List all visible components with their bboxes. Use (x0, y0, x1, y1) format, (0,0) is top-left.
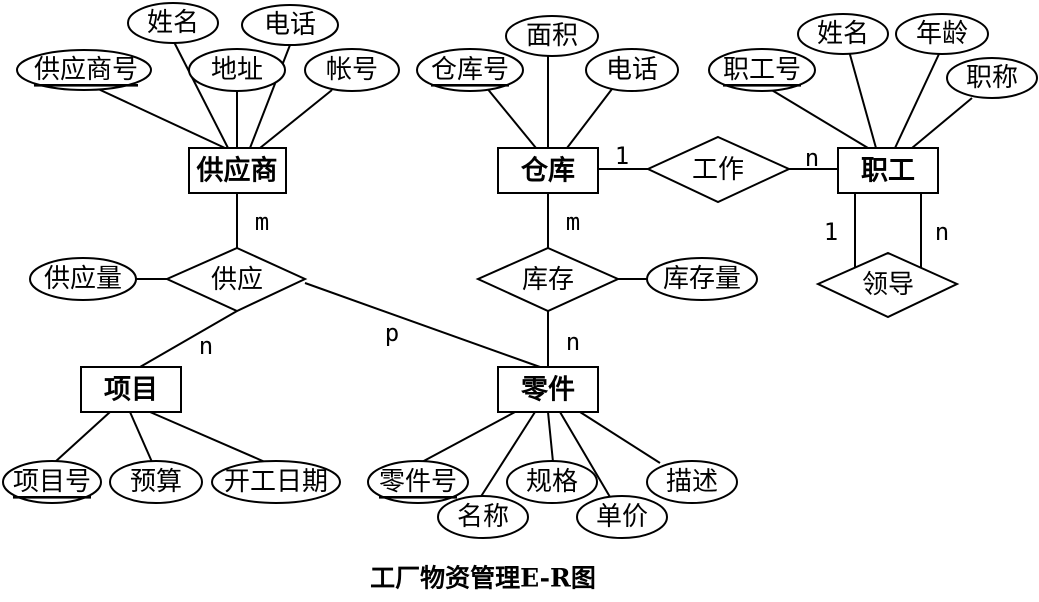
relationship-lead: 领导 (815, 251, 960, 319)
line-supplier-name (172, 39, 229, 149)
relationship-work-label: 工作 (692, 155, 744, 185)
line-part-price (559, 411, 611, 498)
attribute-part-price-label: 单价 (596, 502, 648, 532)
attribute-supplier-name: 姓名 (127, 2, 219, 44)
attribute-part-spec: 规格 (506, 460, 598, 504)
attribute-project-budget-label: 预算 (130, 467, 182, 497)
diagram-title: 工厂物资管理E-R图 (370, 564, 596, 593)
attribute-stock-qty: 库存量 (646, 257, 758, 301)
attribute-supplier-account: 帐号 (304, 48, 400, 92)
attribute-employee-no-label: 职工号 (723, 55, 801, 85)
attribute-employee-no: 职工号 (708, 48, 816, 92)
connector-lines (54, 39, 973, 499)
attribute-supplier-account-label: 帐号 (326, 55, 378, 85)
attribute-warehouse-no-label: 仓库号 (431, 55, 509, 85)
line-warehouse-phone (566, 88, 613, 149)
relationship-supply-label: 供应 (211, 265, 263, 295)
cardinality-warehouse-stock: m (566, 208, 580, 236)
entity-supplier-label: 供应商 (196, 155, 278, 187)
attribute-employee-title: 职称 (946, 57, 1038, 99)
attribute-part-no-label: 零件号 (379, 467, 457, 497)
attribute-part-no: 零件号 (367, 460, 469, 504)
attribute-warehouse-area: 面积 (505, 15, 599, 57)
attribute-employee-name-label: 姓名 (817, 19, 869, 49)
attribute-employee-age: 年龄 (895, 13, 989, 55)
relationship-stock-label: 库存 (522, 265, 574, 295)
line-employee-name (848, 50, 877, 149)
attribute-supply-qty: 供应量 (29, 257, 137, 301)
entity-part: 零件 (497, 366, 599, 413)
attribute-project-start: 开工日期 (211, 460, 341, 504)
attribute-part-spec-label: 规格 (526, 467, 578, 497)
attribute-project-budget: 预算 (109, 460, 203, 504)
entity-warehouse: 仓库 (497, 147, 599, 194)
line-part-name (479, 411, 536, 499)
relationship-supply: 供应 (164, 246, 308, 313)
line-employee-age (894, 53, 940, 149)
cardinality-labels: m n p m n 1 n 1 n (199, 142, 949, 360)
line-project-start (149, 411, 266, 463)
cardinality-part-stock: n (566, 328, 580, 356)
attribute-employee-title-label: 职称 (966, 63, 1018, 93)
entity-warehouse-label: 仓库 (520, 156, 575, 187)
line-supplier-account (259, 89, 333, 149)
entity-project: 项目 (80, 366, 182, 413)
entity-supplier: 供应商 (188, 147, 287, 194)
attribute-stock-qty-label: 库存量 (663, 264, 741, 294)
line-warehouse-no (485, 86, 537, 149)
attribute-part-desc-label: 描述 (666, 467, 718, 497)
line-part-no (419, 411, 516, 464)
attribute-project-no: 项目号 (2, 460, 102, 504)
cardinality-part-supply: p (385, 319, 399, 347)
attribute-supplier-no-label: 供应商号 (34, 55, 138, 85)
line-part-spec (547, 411, 554, 463)
entity-part-label: 零件 (520, 375, 575, 406)
line-supplier-phone (249, 44, 291, 149)
line-supply-project (139, 310, 238, 368)
line-employee-no (769, 88, 869, 149)
cardinality-project-supply: n (199, 332, 213, 360)
relationship-lead-label: 领导 (862, 270, 914, 300)
entity-project-label: 项目 (104, 375, 158, 406)
attribute-supplier-phone: 电话 (241, 4, 339, 46)
attribute-supplier-name-label: 姓名 (147, 8, 199, 38)
attribute-part-desc: 描述 (646, 460, 738, 504)
attribute-employee-age-label: 年龄 (916, 19, 968, 49)
attribute-supplier-address-label: 地址 (211, 55, 263, 85)
relationship-stock: 库存 (475, 246, 621, 313)
attribute-part-price: 单价 (576, 495, 668, 539)
attribute-supply-qty-label: 供应量 (44, 264, 122, 294)
line-project-no (54, 411, 111, 463)
attribute-warehouse-no: 仓库号 (416, 48, 524, 92)
cardinality-supplier-supply: m (255, 208, 269, 236)
attribute-warehouse-area-label: 面积 (526, 21, 578, 51)
line-part-desc (579, 411, 661, 464)
attribute-part-name: 名称 (437, 495, 529, 539)
entity-employee: 职工 (837, 147, 939, 194)
cardinality-employee-work: n (805, 144, 819, 172)
attribute-supplier-phone-label: 电话 (264, 10, 316, 40)
relationship-work: 工作 (645, 135, 792, 204)
line-supply-part (304, 282, 541, 368)
line-employee-title (911, 97, 973, 149)
entity-employee-label: 职工 (861, 156, 915, 187)
attribute-supplier-address: 地址 (188, 48, 286, 92)
attribute-employee-name: 姓名 (797, 13, 889, 55)
attribute-project-no-label: 项目号 (13, 467, 91, 497)
cardinality-lead-many: n (935, 218, 949, 246)
attribute-supplier-no: 供应商号 (16, 49, 152, 91)
attribute-warehouse-phone: 电话 (585, 48, 679, 92)
line-supplier-no (95, 87, 226, 149)
line-project-budget (129, 411, 153, 463)
cardinality-warehouse-work: 1 (615, 142, 629, 170)
attribute-project-start-label: 开工日期 (224, 467, 328, 497)
attribute-warehouse-phone-label: 电话 (606, 55, 658, 85)
attribute-part-name-label: 名称 (457, 502, 509, 532)
cardinality-lead-one: 1 (824, 218, 838, 246)
